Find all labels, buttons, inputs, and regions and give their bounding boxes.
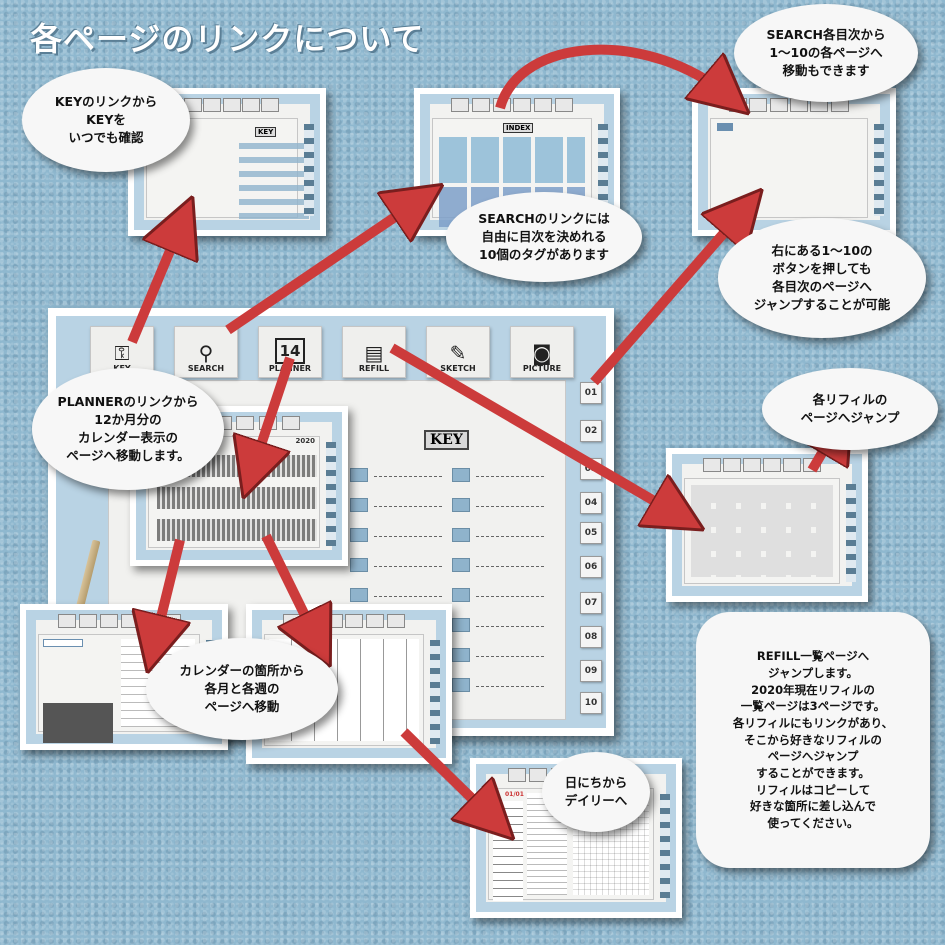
thumbnail-tabs xyxy=(702,458,822,476)
bubble-side-buttons: 右にある1～10の ボタンを押しても 各目次のページへ ジャンプすることが可能 xyxy=(718,218,926,338)
calendar-icon: 14 xyxy=(274,338,306,364)
thumbnail-tabs xyxy=(450,98,574,116)
key-row-tab[interactable] xyxy=(452,588,470,602)
bubble-daily: 日にちから デイリーへ xyxy=(542,752,650,832)
key-row-line xyxy=(476,566,544,567)
nav-picture-button[interactable]: ◙ PICTURE xyxy=(510,326,574,378)
side-button-06[interactable]: 06 xyxy=(580,556,602,578)
notebook-icon: ▤ xyxy=(364,341,384,365)
key-row-line xyxy=(476,536,544,537)
index-thumbnail-heading: INDEX xyxy=(503,123,534,133)
calendar-year: 2020 xyxy=(295,437,315,445)
side-button-02[interactable]: 02 xyxy=(580,420,602,442)
key-row-line xyxy=(476,656,544,657)
key-row-line xyxy=(374,476,442,477)
key-icon: ⚿ xyxy=(114,341,130,365)
key-row-tab[interactable] xyxy=(452,528,470,542)
key-row-line xyxy=(374,596,442,597)
nav-sketch-button[interactable]: ✎ SKETCH xyxy=(426,326,490,378)
side-button-09[interactable]: 09 xyxy=(580,660,602,682)
side-button-08[interactable]: 08 xyxy=(580,626,602,648)
key-row-line xyxy=(476,506,544,507)
key-row-tab[interactable] xyxy=(452,498,470,512)
key-heading: KEY xyxy=(424,430,469,450)
key-row-line xyxy=(374,566,442,567)
bubble-refill-jump: 各リフィルの ページへジャンプ xyxy=(762,368,938,450)
nav-search-button[interactable]: ⚲ SEARCH xyxy=(174,326,238,378)
key-row-line xyxy=(476,476,544,477)
bubble-search-tags: SEARCHのリンクには 自由に目次を決めれる 10個のタグがあります xyxy=(446,192,642,282)
nav-refill-button[interactable]: ▤ REFILL xyxy=(342,326,406,378)
key-row-tab[interactable] xyxy=(452,618,470,632)
thumbnail-tabs xyxy=(282,614,406,632)
thumbnail-tabs xyxy=(56,614,182,632)
bubble-refill: REFILL一覧ページへ ジャンプします。 2020年現在リフィルの 一覧ページ… xyxy=(696,612,930,868)
nav-planner-button[interactable]: 14 PLANNER xyxy=(258,326,322,378)
bubble-planner: PLANNERのリンクから 12か月分の カレンダー表示の ページへ移動します。 xyxy=(32,368,224,490)
key-row-tab[interactable] xyxy=(452,468,470,482)
key-row-tab[interactable] xyxy=(350,588,368,602)
bubble-key: KEYのリンクから KEYを いつでも確認 xyxy=(22,68,190,172)
side-button-04[interactable]: 04 xyxy=(580,492,602,514)
key-row-tab[interactable] xyxy=(452,558,470,572)
key-row-tab[interactable] xyxy=(452,648,470,662)
sketchbook-icon: ✎ xyxy=(449,341,467,365)
side-button-01[interactable]: 01 xyxy=(580,382,602,404)
thumbnail-tabs xyxy=(164,98,280,116)
key-row-line xyxy=(476,686,544,687)
search-target-thumbnail xyxy=(692,88,896,236)
search-icon: ⚲ xyxy=(198,341,214,365)
side-button-10[interactable]: 10 xyxy=(580,692,602,714)
camera-icon: ◙ xyxy=(532,341,552,365)
side-button-07[interactable]: 07 xyxy=(580,592,602,614)
side-button-05[interactable]: 05 xyxy=(580,522,602,544)
bubble-calendar: カレンダーの箇所から 各月と各週の ページへ移動 xyxy=(146,638,338,740)
key-row-line xyxy=(476,596,544,597)
key-row-tab[interactable] xyxy=(350,558,368,572)
page-title: 各ページのリンクについて xyxy=(30,20,425,58)
key-row-line xyxy=(374,536,442,537)
key-row-line xyxy=(476,626,544,627)
daily-date: 01/01 xyxy=(505,791,524,798)
key-thumbnail-heading: KEY xyxy=(255,127,277,137)
key-row-tab[interactable] xyxy=(350,528,368,542)
key-row-tab[interactable] xyxy=(452,678,470,692)
refill-list-thumbnail xyxy=(666,448,868,602)
side-button-03[interactable]: 03 xyxy=(580,458,602,480)
key-row-line xyxy=(374,506,442,507)
key-row-tab[interactable] xyxy=(350,498,368,512)
bubble-search-targets: SEARCH各目次から 1～10の各ページへ 移動もできます xyxy=(734,4,918,102)
key-row-tab[interactable] xyxy=(350,468,368,482)
